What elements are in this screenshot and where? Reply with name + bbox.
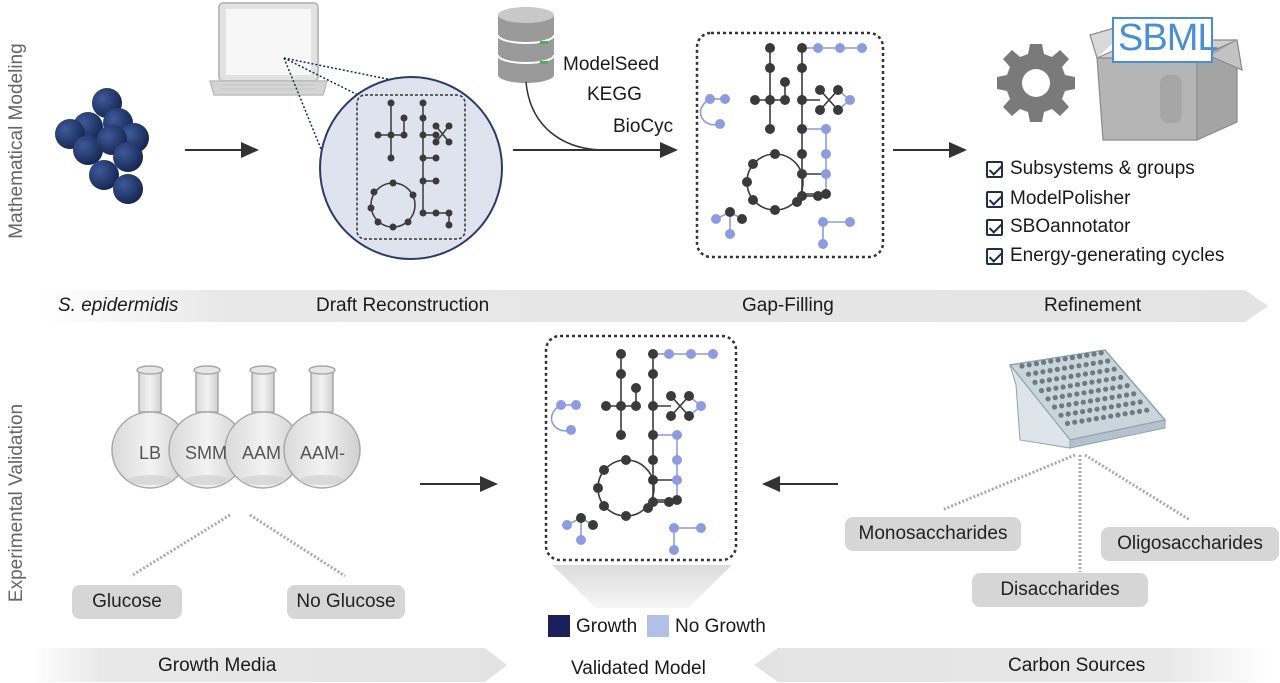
banner-draft: Draft Reconstruction bbox=[316, 295, 490, 316]
pill-oligosaccharides: Oligosaccharides bbox=[1101, 527, 1279, 561]
side-label-modeling: Mathematical Modeling bbox=[6, 43, 27, 239]
legend-nogrowth-label: No Growth bbox=[675, 616, 766, 637]
pill-glucose: Glucose bbox=[72, 585, 182, 619]
checkbox-checked-icon bbox=[986, 160, 1003, 178]
pill-no-glucose: No Glucose bbox=[287, 585, 405, 619]
db-biocyc: BioCyc bbox=[613, 116, 674, 137]
sbml-box-icon bbox=[1089, 17, 1243, 141]
draft-zoom-circle bbox=[319, 76, 503, 260]
database-icon bbox=[497, 7, 555, 83]
validated-box bbox=[544, 334, 738, 562]
laptop-icon bbox=[209, 2, 328, 96]
checkbox-checked-icon bbox=[986, 218, 1003, 236]
bottom-banner-left bbox=[30, 648, 507, 682]
checkbox-checked-icon bbox=[986, 190, 1003, 208]
top-banner bbox=[40, 290, 1268, 322]
refine-item-modelpolisher: ModelPolisher bbox=[986, 188, 1130, 210]
flask-label-aam: AAM bbox=[242, 443, 282, 463]
validated-network bbox=[550, 349, 718, 555]
pill-disaccharides: Disaccharides bbox=[972, 573, 1148, 607]
refine-item-energy-cycles: Energy-generating cycles bbox=[986, 245, 1224, 267]
flask-label-lb: LB bbox=[139, 443, 162, 463]
banner-gapfill: Gap-Filling bbox=[742, 295, 834, 316]
banner-refinement: Refinement bbox=[1044, 295, 1142, 316]
refine-item-sboannotator: SBOannotator bbox=[986, 216, 1130, 238]
flask-icon bbox=[224, 365, 302, 489]
flask-icon bbox=[168, 365, 246, 489]
legend-growth-label: Growth bbox=[576, 616, 638, 637]
funnel-shape bbox=[552, 565, 732, 608]
legend-growth-swatch bbox=[548, 615, 570, 637]
db-modelseed: ModelSeed bbox=[563, 54, 660, 75]
gear-icon bbox=[997, 44, 1075, 122]
banner-validated-model: Validated Model bbox=[571, 658, 706, 679]
gapfill-network bbox=[699, 43, 867, 249]
flasks-group bbox=[111, 365, 361, 489]
banner-growth-media: Growth Media bbox=[158, 655, 277, 676]
side-label-validation: Experimental Validation bbox=[6, 403, 27, 603]
flask-label-smm: SMM bbox=[185, 443, 227, 463]
well-plate-icon bbox=[1008, 349, 1167, 449]
banner-carbon-sources: Carbon Sources bbox=[1008, 655, 1146, 676]
gapfill-box bbox=[695, 31, 885, 259]
refine-item-subsystems: Subsystems & groups bbox=[986, 158, 1195, 180]
bottom-banner-right bbox=[754, 648, 1270, 682]
bacteria-cluster-icon bbox=[55, 88, 149, 204]
legend-nogrowth-swatch bbox=[647, 615, 669, 637]
checkbox-checked-icon bbox=[986, 247, 1003, 265]
banner-organism: S. epidermidis bbox=[58, 295, 179, 316]
db-kegg: KEGG bbox=[587, 84, 642, 105]
pill-monosaccharides: Monosaccharides bbox=[845, 517, 1021, 551]
sbml-logo: SBML bbox=[1118, 17, 1218, 59]
flask-icon bbox=[111, 365, 189, 489]
flask-icon bbox=[283, 365, 361, 489]
flask-label-aam-minus: AAM- bbox=[300, 443, 345, 463]
